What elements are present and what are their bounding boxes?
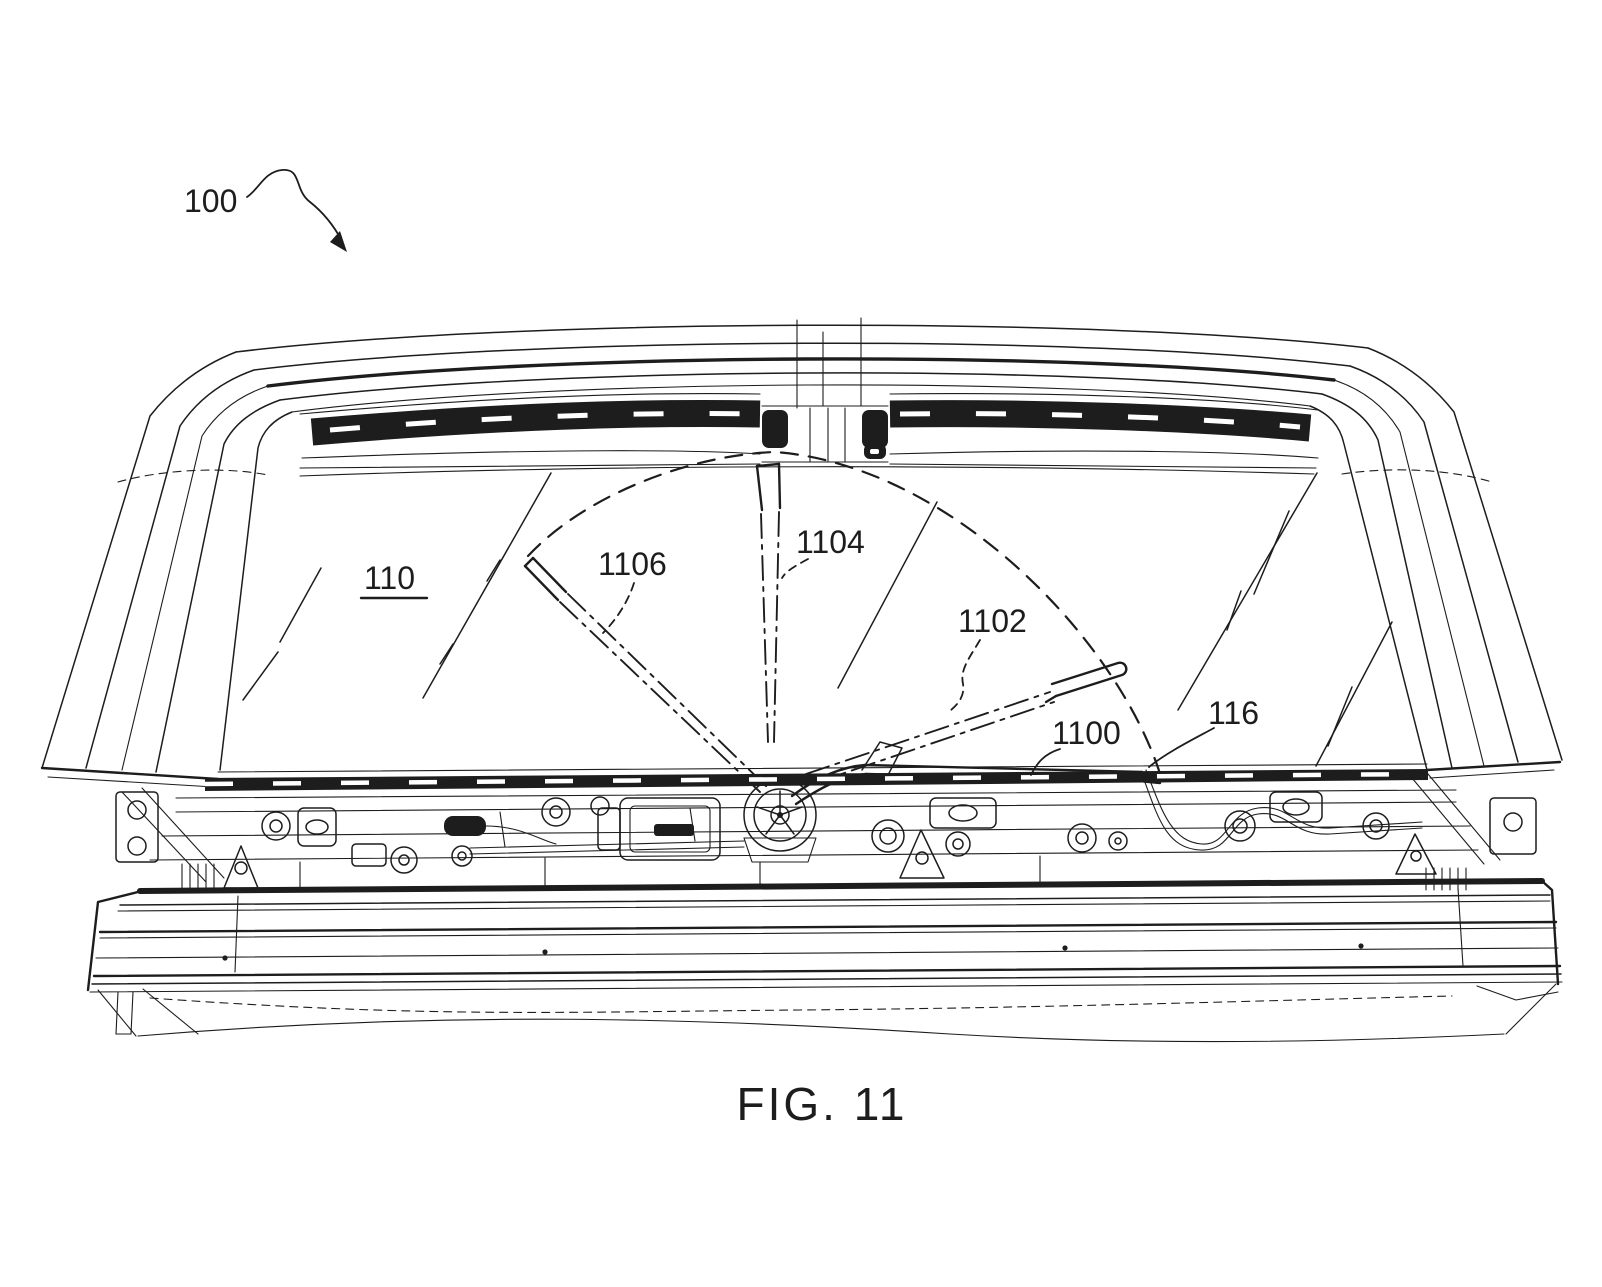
ref-1106: 1106 <box>598 546 667 634</box>
body-bottom-curve <box>137 1018 1505 1043</box>
cowl-right-bracketry <box>871 769 1537 891</box>
header-channel-left <box>310 400 761 446</box>
ref-1104: 1104 <box>781 524 865 579</box>
cowl-hatched-band <box>205 769 1428 791</box>
ref-label-1104: 1104 <box>796 524 865 560</box>
wiper-motor-assembly <box>469 796 745 861</box>
header-pocket-right <box>862 410 888 448</box>
ref-label-1102: 1102 <box>958 603 1027 639</box>
windshield-header-trim <box>299 392 1319 477</box>
ref-leader-1100 <box>1030 748 1061 776</box>
wiper-position-1102 <box>805 661 1128 785</box>
figure-caption: FIG. 11 <box>737 1078 908 1130</box>
panel-seam-right <box>1457 887 1464 967</box>
ref-leader-1102 <box>950 639 981 711</box>
ref-leader-1106 <box>602 582 635 634</box>
ref-label-110: 110 <box>364 560 415 596</box>
windshield-glass <box>242 472 1393 767</box>
ref-116: 116 <box>1148 695 1259 768</box>
wiper-sweep-arc <box>526 450 1164 782</box>
wiper-position-1104 <box>755 462 782 743</box>
windshield-top-edge <box>299 466 1315 477</box>
ref-label-100: 100 <box>184 183 237 219</box>
lower-body-outline <box>97 983 1559 1043</box>
ref-label-1100: 1100 <box>1052 715 1121 751</box>
lower-body-panel <box>86 878 1563 993</box>
washer-hose <box>1141 773 1423 851</box>
cowl-left-bracketry <box>115 787 557 891</box>
header-pocket-left <box>762 410 788 448</box>
left-fender-dashed-line <box>117 469 269 483</box>
right-fender-dashed-line <box>1341 469 1493 483</box>
ref-arrow-100 <box>246 169 343 242</box>
ref-leader-116 <box>1148 727 1215 768</box>
header-center-divider <box>761 405 889 463</box>
ref-100: 100 <box>184 169 347 252</box>
panel-seam-left <box>234 895 239 973</box>
wiper-pivot-hub <box>743 778 817 863</box>
ref-110: 110 <box>359 560 429 600</box>
right-a-pillar <box>1309 347 1563 779</box>
wiper-arm-base-1102 <box>861 741 903 778</box>
hood-curve <box>149 995 1453 1013</box>
vehicle-roof <box>235 317 1369 413</box>
header-channel-right <box>889 400 1312 442</box>
left-a-pillar <box>40 351 293 788</box>
wiper-position-1106 <box>523 556 769 793</box>
reference-annotations: 100 110 1106 1104 1102 1100 116 <box>184 169 1259 776</box>
ref-1100: 1100 <box>1030 715 1121 776</box>
ref-arrowhead-100 <box>330 231 347 252</box>
ref-1102: 1102 <box>950 603 1027 711</box>
cowl-mechanism <box>115 763 1537 891</box>
sensor-slot <box>870 449 879 454</box>
ref-label-1106: 1106 <box>598 546 667 582</box>
ref-leader-1104 <box>781 558 809 579</box>
ref-label-116: 116 <box>1208 695 1259 731</box>
